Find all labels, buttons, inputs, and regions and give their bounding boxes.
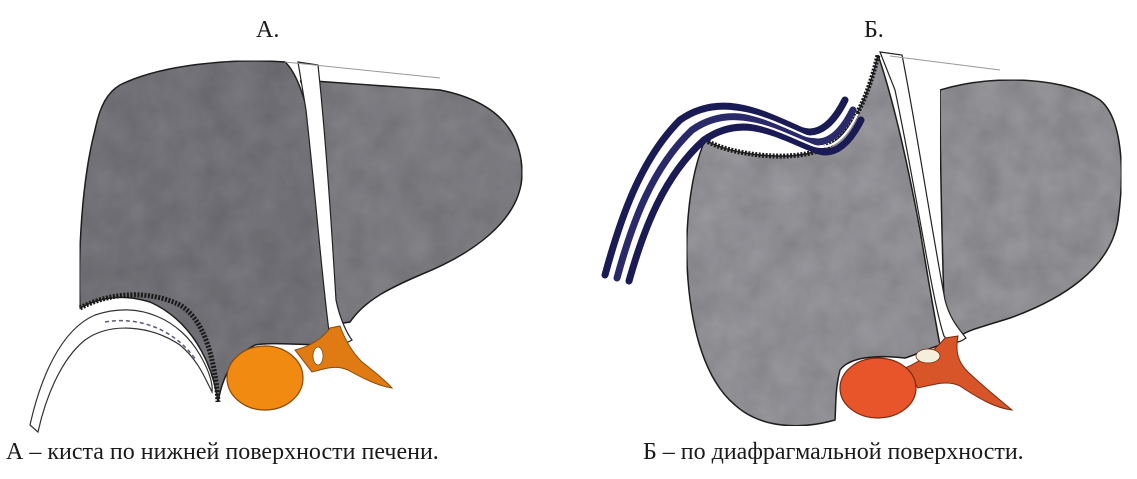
panel-a [30, 61, 522, 432]
panel-label-b: Б. [864, 18, 884, 42]
panel-b [605, 52, 1121, 426]
gallbladder-b [840, 358, 916, 418]
caption-lower-surface-cyst: А – киста по нижней поверхности печени. [6, 440, 439, 464]
caption-diaphragmatic-surface: Б – по диафрагмальной поверхности. [643, 440, 1024, 464]
falciform-line-b [890, 56, 1000, 70]
panel-label-a: А. [256, 18, 279, 42]
duct-gap-b [916, 349, 940, 363]
duct-gap-a [313, 347, 323, 365]
gallbladder-a [227, 346, 303, 410]
liver-right-lobe-b [940, 80, 1121, 335]
liver-left-lobe-a [80, 61, 331, 402]
